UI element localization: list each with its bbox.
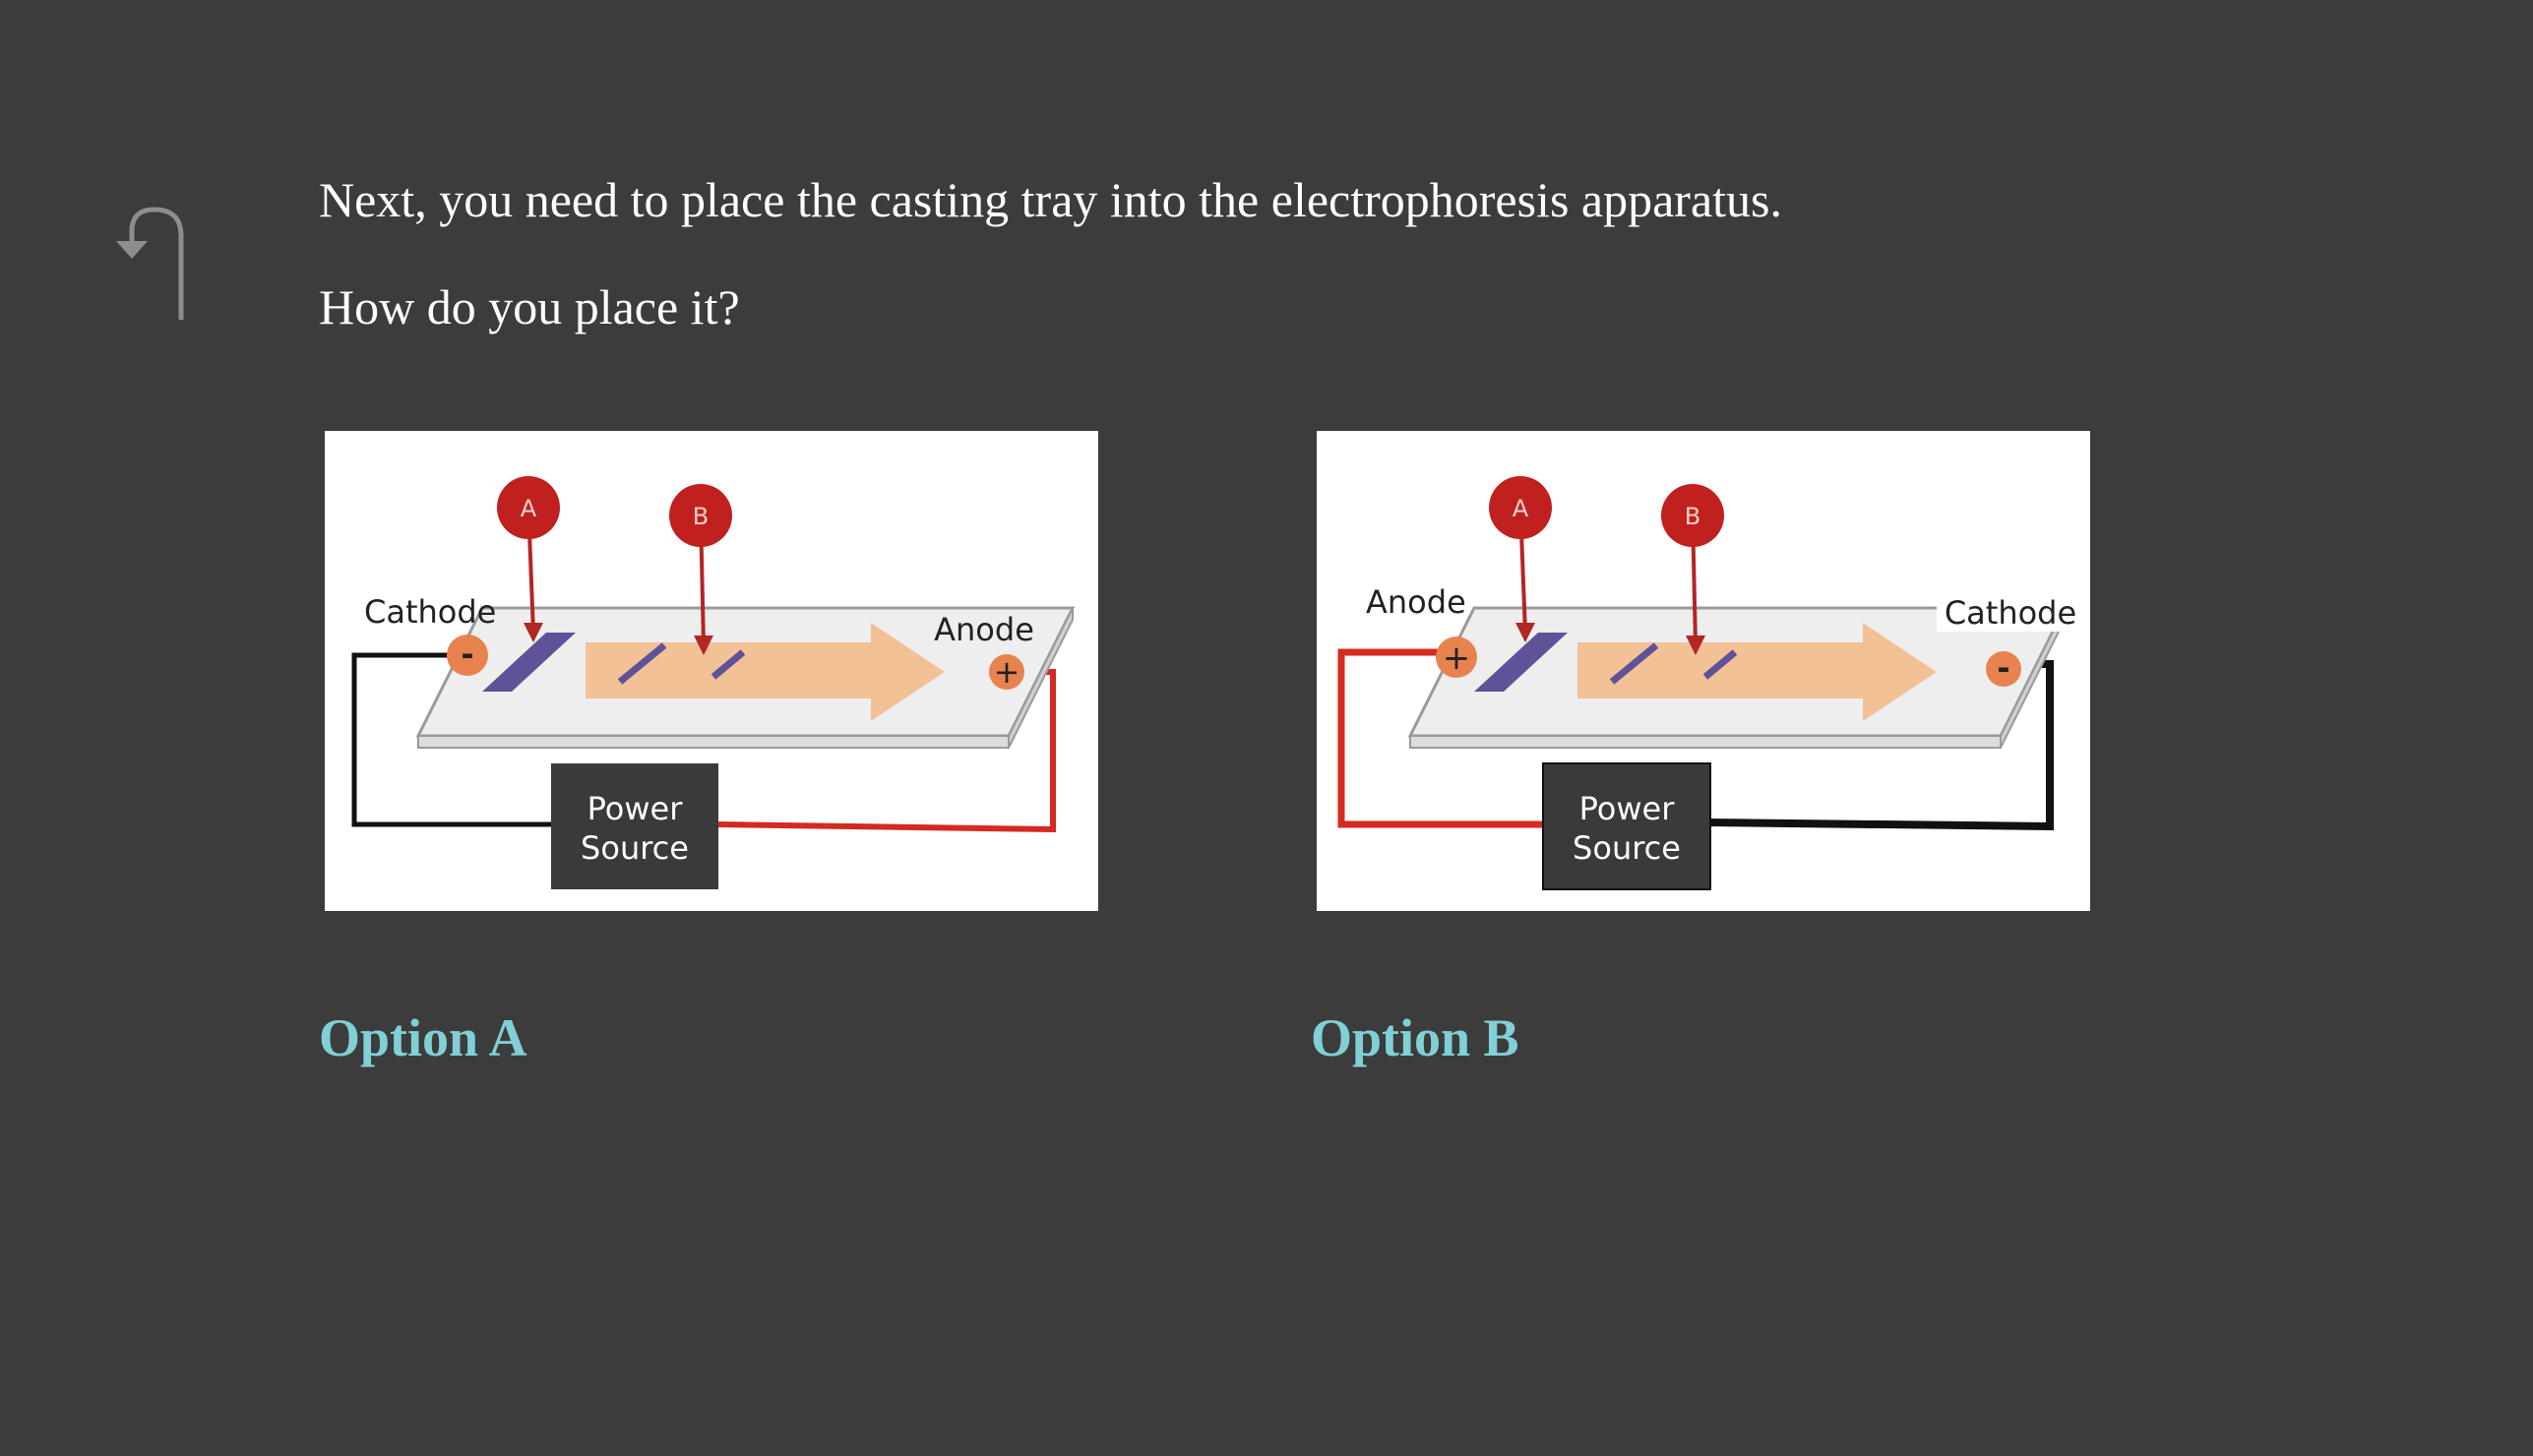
back-arrow-icon[interactable] — [110, 202, 189, 325]
marker-b-badge — [1661, 484, 1724, 547]
dna-band — [710, 649, 746, 680]
left-wire — [1337, 648, 1543, 828]
dna-migration-arrow — [1577, 623, 1937, 721]
marker-b-arrowhead — [694, 636, 713, 655]
left-electrode-icon — [1436, 637, 1477, 678]
right-electrode-sign: - — [1997, 649, 2009, 687]
question-text: Next, you need to place the casting tray… — [319, 172, 1782, 227]
marker-b-arrowhead — [1686, 636, 1705, 655]
marker-a-badge — [1489, 476, 1552, 539]
marker-b-badge — [669, 484, 732, 547]
gel-tray-edge — [417, 735, 1010, 749]
marker-a-badge — [497, 476, 560, 539]
right-electrode-icon — [989, 654, 1024, 690]
gel-tray-edge — [1409, 735, 2002, 749]
power-source-box — [1542, 762, 1711, 890]
right-electrode-sign: + — [994, 653, 1020, 691]
dna-band — [617, 642, 667, 685]
left-electrode-sign: - — [461, 636, 473, 673]
right-electrode-label: Anode — [934, 611, 1034, 648]
right-electrode-icon — [1986, 651, 2021, 687]
left-electrode-label: Cathode — [364, 593, 496, 631]
marker-b-label: B — [1685, 503, 1700, 530]
option-b-diagram[interactable]: + - Anode Cathode A B Power Source — [1317, 431, 2090, 911]
power-source-label-line1: Power — [587, 790, 684, 827]
marker-b-label: B — [693, 503, 709, 530]
option-a-diagram[interactable]: - + Cathode Anode A B Power Source — [325, 431, 1098, 911]
marker-a-label: A — [521, 495, 537, 522]
left-electrode-label: Anode — [1366, 583, 1466, 621]
power-source-label-line2: Source — [1573, 829, 1681, 867]
dna-band — [1609, 642, 1659, 685]
marker-a-label: A — [1513, 495, 1529, 522]
marker-a-arrowhead — [1515, 623, 1535, 642]
right-electrode-label: Cathode — [1945, 594, 2076, 632]
dna-migration-arrow — [586, 623, 945, 721]
loading-well — [482, 633, 576, 692]
left-electrode-icon — [447, 635, 488, 676]
option-a-link[interactable]: Option A — [319, 1008, 527, 1067]
dna-band — [1702, 649, 1738, 680]
loading-well — [1474, 633, 1568, 692]
right-label-backdrop — [1937, 588, 2084, 632]
left-electrode-sign: + — [1443, 638, 1471, 678]
question-subtext: How do you place it? — [319, 279, 740, 334]
option-b-link[interactable]: Option B — [1311, 1008, 1519, 1067]
power-source-label-line2: Source — [581, 829, 689, 867]
power-source-label-line1: Power — [1579, 790, 1676, 827]
marker-a-arrowhead — [524, 623, 543, 642]
gel-tray-side — [1008, 607, 1074, 749]
left-wire — [351, 652, 551, 827]
power-source-box — [551, 763, 718, 889]
